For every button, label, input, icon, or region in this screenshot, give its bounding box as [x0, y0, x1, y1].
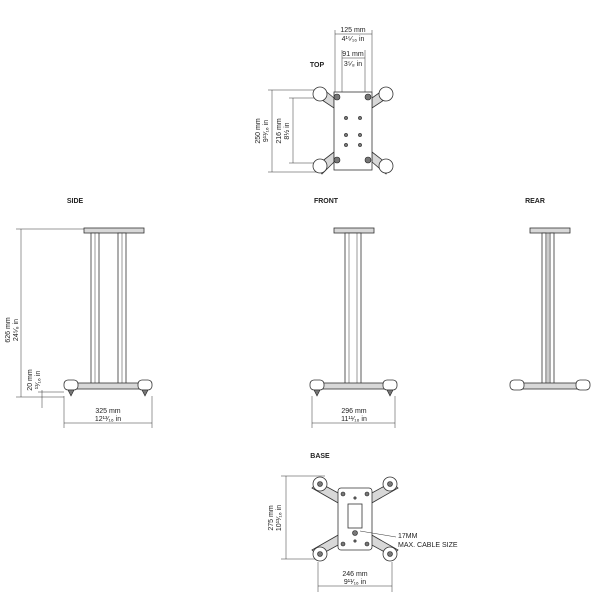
top-pad — [378, 158, 394, 174]
top-pad — [312, 86, 328, 102]
side-top-plate — [83, 227, 145, 234]
base-fixing — [364, 541, 370, 547]
callout-leader — [359, 530, 397, 538]
base-fixing — [364, 491, 370, 497]
top-inner-width-mm: 91 mm — [342, 51, 364, 58]
base-fixing — [340, 491, 346, 497]
top-view: TOP 125 mm 4¹⁵⁄₁₆ in 91 mm 3⁵⁄₈ in 250 m… — [255, 27, 394, 175]
top-fixing — [333, 156, 341, 164]
base-width-in: 9¹¹⁄₁₆ in — [344, 579, 366, 586]
front-column — [344, 232, 362, 386]
spike-point — [317, 551, 323, 557]
bolt-hole — [358, 116, 362, 120]
top-outer-width-in: 4¹⁵⁄₁₆ in — [342, 36, 365, 43]
side-foot — [137, 379, 153, 391]
top-plate-in: 8½ in — [283, 122, 291, 139]
bolt-hole — [344, 116, 348, 120]
side-foot — [63, 379, 79, 391]
base-view: BASE 275 mm 10¹³⁄₁₆ in 17MM MAX — [268, 453, 458, 592]
front-width-in: 11¹¹⁄₁₆ in — [341, 416, 367, 423]
rear-foot — [575, 379, 591, 391]
bolt-hole — [358, 143, 362, 147]
front-width-mm: 296 mm — [341, 408, 366, 415]
front-spike — [386, 389, 394, 397]
top-fixing — [333, 93, 341, 101]
rear-column — [541, 232, 547, 386]
front-spike — [313, 389, 321, 397]
bolt-hole — [344, 133, 348, 137]
top-pad — [378, 86, 394, 102]
side-view-title: SIDE — [67, 198, 84, 205]
rear-foot — [509, 379, 525, 391]
top-depth-in: 9¹³⁄₁₆ in — [263, 120, 270, 142]
front-top-plate — [333, 227, 375, 234]
top-fixing — [364, 93, 372, 101]
cable-slot — [347, 503, 363, 529]
spike-point — [387, 481, 393, 487]
rear-top-plate — [529, 227, 571, 234]
bolt-hole — [358, 133, 362, 137]
top-view-title: TOP — [310, 62, 325, 69]
front-view-title: FRONT — [314, 198, 339, 205]
front-base — [319, 382, 389, 390]
cable-note-size: 17MM — [398, 533, 418, 540]
rear-base — [515, 382, 585, 390]
bolt-hole — [344, 143, 348, 147]
top-plate — [333, 91, 373, 171]
bolt-hole — [353, 539, 357, 543]
base-view-title: BASE — [310, 453, 330, 460]
top-outer-width-mm: 125 mm — [340, 27, 365, 34]
rear-view: REAR — [509, 198, 591, 391]
side-width-in: 12¹³⁄₁₆ in — [95, 416, 121, 423]
cable-hole — [352, 530, 358, 536]
side-width-mm: 325 mm — [95, 408, 120, 415]
top-depth-mm: 250 mm — [255, 118, 262, 143]
side-foot-mm: 20 mm — [27, 369, 34, 391]
spike-point — [387, 551, 393, 557]
base-depth-in: 10¹³⁄₁₆ in — [276, 505, 283, 531]
spike-point — [317, 481, 323, 487]
front-foot — [309, 379, 325, 391]
side-foot-in: ¹³⁄₁₆ in — [35, 371, 42, 390]
top-fixing — [364, 156, 372, 164]
side-height-in: 24⁵⁄₈ in — [13, 319, 20, 341]
top-inner-width-in: 3⁵⁄₈ in — [344, 61, 362, 68]
cable-note-label: MAX. CABLE SIZE — [398, 542, 458, 549]
side-view: SIDE 626 mm 24⁵⁄₈ in 20 mm ¹³⁄₁₆ in 325 … — [5, 198, 153, 428]
base-fixing — [340, 541, 346, 547]
side-base — [71, 382, 149, 390]
base-depth-mm: 275 mm — [268, 505, 275, 530]
rear-column — [549, 232, 555, 386]
rear-view-title: REAR — [525, 198, 545, 205]
top-plate-mm: 216 mm — [276, 118, 283, 143]
top-pad — [312, 158, 328, 174]
bolt-hole — [353, 496, 357, 500]
side-spike — [141, 389, 149, 397]
front-view: FRONT 296 mm 11¹¹⁄₁₆ in — [309, 198, 398, 428]
side-height-mm: 626 mm — [5, 317, 12, 342]
side-spike — [67, 389, 75, 397]
front-foot — [382, 379, 398, 391]
base-width-mm: 246 mm — [342, 571, 367, 578]
